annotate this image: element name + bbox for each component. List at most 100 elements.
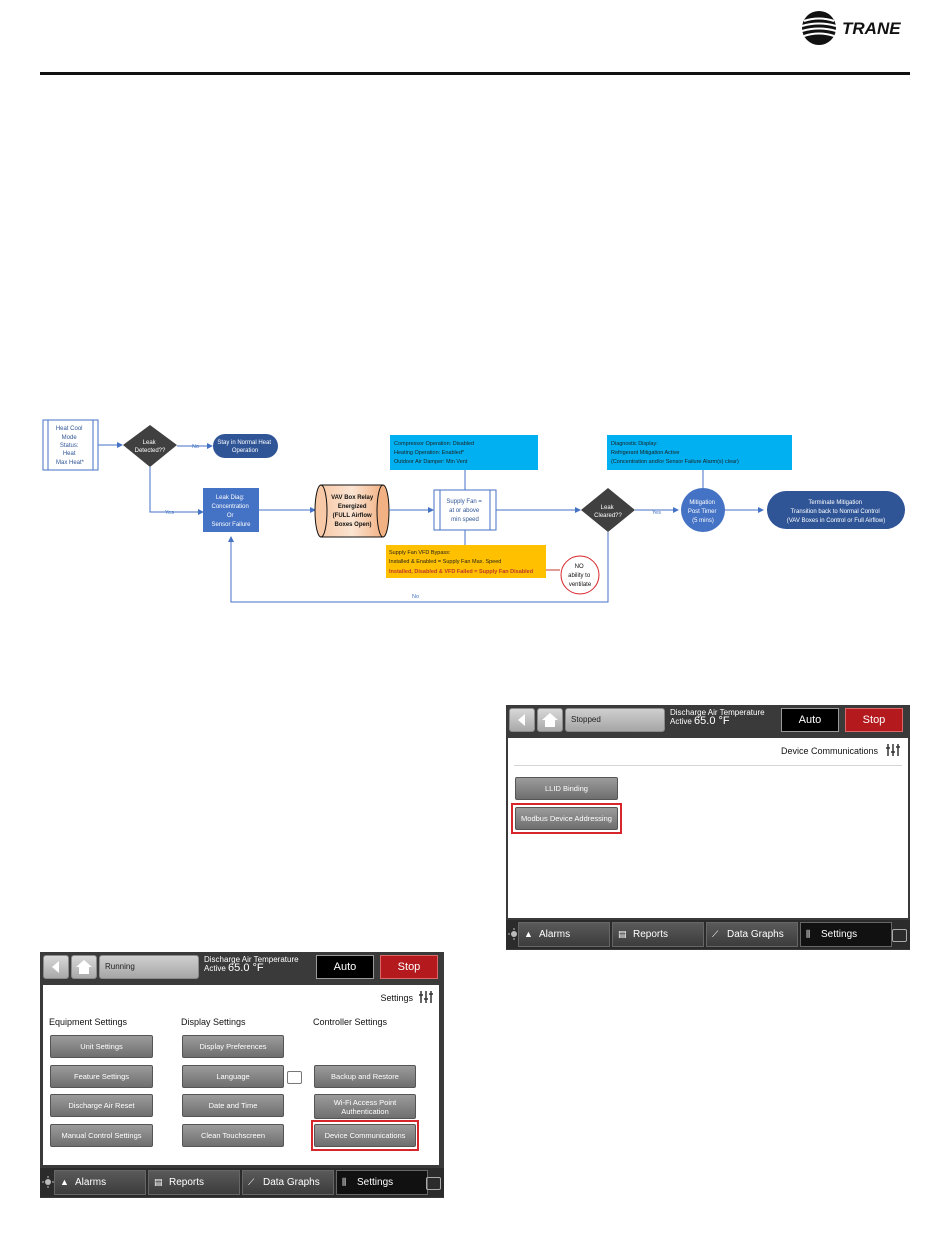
settings-sliders-icon: [886, 744, 900, 756]
settings-sliders-icon: ⫼: [806, 929, 811, 939]
bottom-tabbar: ▲Alarms ▤Reports ⟋Data Graphs ⫼Settings: [40, 1168, 444, 1197]
tab-alarms[interactable]: ▲Alarms: [54, 1170, 146, 1195]
graph-icon: ⟋: [248, 1177, 255, 1187]
device-communications-button[interactable]: Device Communications: [314, 1124, 416, 1147]
tab-reports[interactable]: ▤Reports: [148, 1170, 240, 1195]
discharge-air-temp: Discharge Air Temperature Active 65.0 °F: [670, 708, 765, 727]
yes-label-1: Yes: [165, 510, 174, 516]
leak-cleared-decision: Leak Cleared??: [581, 488, 635, 532]
bottom-tabbar: ▲Alarms ▤Reports ⟋Data Graphs ⫼Settings: [506, 920, 910, 949]
stop-button[interactable]: Stop: [845, 708, 903, 732]
date-and-time-button[interactable]: Date and Time: [182, 1094, 284, 1117]
temp-prefix: Active: [204, 964, 226, 973]
brightness-icon[interactable]: [42, 1176, 54, 1188]
stop-button[interactable]: Stop: [380, 955, 438, 979]
tab-data-graphs[interactable]: ⟋Data Graphs: [706, 922, 798, 947]
auto-button[interactable]: Auto: [781, 708, 839, 732]
title-divider: [514, 765, 902, 766]
report-icon: ▤: [154, 1177, 163, 1187]
no-label: No: [192, 444, 199, 450]
language-chat-icon[interactable]: [287, 1071, 302, 1084]
svg-text:Diagnostic Display: Refr: Diagnostic Display: Refrigerant Mitigati…: [611, 441, 739, 465]
feature-settings-button[interactable]: Feature Settings: [50, 1065, 153, 1088]
svg-text:Leak Diag: Concentration: Leak Diag: Concentration Or Sensor Failu…: [211, 495, 251, 528]
auto-button[interactable]: Auto: [316, 955, 374, 979]
temp-label: Discharge Air Temperature: [670, 708, 765, 717]
back-arrow-icon: [52, 961, 59, 973]
leak-diag-box: Leak Diag: Concentration Or Sensor Failu…: [203, 488, 259, 532]
temp-label: Discharge Air Temperature: [204, 955, 299, 964]
temp-prefix: Active: [670, 717, 692, 726]
report-icon: ▤: [618, 929, 627, 939]
back-arrow-icon: [518, 714, 525, 726]
chat-icon[interactable]: [426, 1177, 441, 1190]
page-title: Settings: [380, 993, 413, 1003]
svg-text:Terminate Mitigation Tra: Terminate Mitigation Transition back to …: [787, 500, 885, 524]
tab-settings[interactable]: ⫼Settings: [800, 922, 892, 947]
discharge-air-temp: Discharge Air Temperature Active 65.0 °F: [204, 955, 299, 974]
yes-label-2: Yes: [652, 510, 661, 516]
top-bar: Stopped Discharge Air Temperature Active…: [506, 705, 910, 735]
unit-settings-button[interactable]: Unit Settings: [50, 1035, 153, 1058]
tab-settings[interactable]: ⫼Settings: [336, 1170, 428, 1195]
status-field: Running: [99, 955, 199, 979]
wifi-access-point-authentication-button[interactable]: Wi-Fi Access Point Authentication: [314, 1094, 416, 1119]
mitigation-flowchart: Heat Cool Mode Status: Heat Max Heat* Le…: [42, 419, 905, 603]
compressor-callout: Compressor Operation: Disabled Heating O…: [390, 435, 538, 470]
return-no-label: No: [412, 594, 419, 600]
header-rule: [40, 72, 910, 75]
diagnostic-callout: Diagnostic Display: Refrigerant Mitigati…: [607, 435, 792, 470]
screen-body: Settings Equipment Settings Display Sett…: [43, 985, 439, 1165]
start-mode-box: Heat Cool Mode Status: Heat Max Heat*: [42, 419, 99, 471]
modbus-device-addressing-button[interactable]: Modbus Device Addressing: [515, 807, 618, 830]
back-button[interactable]: [43, 955, 69, 979]
home-button[interactable]: [71, 955, 97, 979]
home-button[interactable]: [537, 708, 563, 732]
svg-text:Supply Fan = at or above: Supply Fan = at or above min speed: [446, 499, 483, 523]
settings-sliders-icon: ⫼: [342, 1177, 347, 1187]
svg-text:Leak Cleared??: Leak Cleared??: [594, 505, 622, 519]
llid-binding-button[interactable]: LLID Binding: [515, 777, 618, 800]
temp-value: 65.0 °F: [228, 962, 264, 974]
tab-alarms[interactable]: ▲Alarms: [518, 922, 610, 947]
manual-control-settings-button[interactable]: Manual Control Settings: [50, 1124, 153, 1147]
device-communications-screen: Stopped Discharge Air Temperature Active…: [506, 705, 910, 950]
home-icon: [542, 713, 558, 727]
svg-text:VAV Box Relay Energized: VAV Box Relay Energized (FULL Airflow Bo…: [331, 495, 375, 528]
controller-settings-heading: Controller Settings: [313, 1017, 388, 1027]
supply-fan-box: Supply Fan = at or above min speed: [433, 489, 497, 531]
display-preferences-button[interactable]: Display Preferences: [182, 1035, 284, 1058]
chat-icon[interactable]: [892, 929, 907, 942]
equipment-settings-heading: Equipment Settings: [49, 1017, 128, 1027]
highlight-box: [311, 1120, 419, 1151]
home-icon: [76, 960, 92, 974]
svg-text:Stay in Normal Heat Oper: Stay in Normal Heat Operation: [217, 440, 272, 454]
mitigation-timer-node: Mitigation Post Timer (5 mins): [681, 488, 725, 532]
svg-text:Leak Detected??: Leak Detected??: [135, 440, 166, 454]
clean-touchscreen-button[interactable]: Clean Touchscreen: [182, 1124, 284, 1147]
vfd-bypass-callout: Supply Fan VFD Bypass: Installed & Enabl…: [386, 545, 546, 578]
stay-normal-heat-node: Stay in Normal Heat Operation: [213, 434, 278, 458]
no-ventilate-circle: NO ability to ventilate: [560, 555, 600, 595]
svg-text:Mitigation Post Timer: Mitigation Post Timer (5 mins): [688, 500, 718, 524]
bell-icon: ▲: [524, 929, 533, 939]
tab-reports[interactable]: ▤Reports: [612, 922, 704, 947]
page-title: Device Communications: [780, 746, 878, 756]
discharge-air-reset-button[interactable]: Discharge Air Reset: [50, 1094, 153, 1117]
trane-logo: TRANE: [801, 11, 901, 45]
backup-and-restore-button[interactable]: Backup and Restore: [314, 1065, 416, 1088]
language-button[interactable]: Language: [182, 1065, 284, 1088]
graph-icon: ⟋: [712, 929, 719, 939]
svg-text:Supply Fan VFD Bypass: I: Supply Fan VFD Bypass: Installed & Enabl…: [389, 550, 501, 565]
tab-data-graphs[interactable]: ⟋Data Graphs: [242, 1170, 334, 1195]
bell-icon: ▲: [60, 1177, 69, 1187]
screen-body: Device Communications LLID Binding Modbu…: [508, 738, 908, 918]
top-bar: Running Discharge Air Temperature Active…: [40, 952, 444, 982]
brand-text: TRANE: [842, 19, 901, 38]
svg-text:Installed, Disabled & VFD Fail: Installed, Disabled & VFD Failed = Suppl…: [389, 569, 533, 575]
svg-text:Compressor Operation: Disabled: Compressor Operation: Disabled Heating O…: [394, 441, 476, 465]
back-button[interactable]: [509, 708, 535, 732]
leak-detected-decision: Leak Detected??: [123, 425, 177, 467]
vav-relay-cylinder: VAV Box Relay Energized (FULL Airflow Bo…: [314, 484, 390, 538]
svg-text:Heat Cool Mode Sta: Heat Cool Mode Status: Heat Max Heat*: [56, 426, 85, 466]
